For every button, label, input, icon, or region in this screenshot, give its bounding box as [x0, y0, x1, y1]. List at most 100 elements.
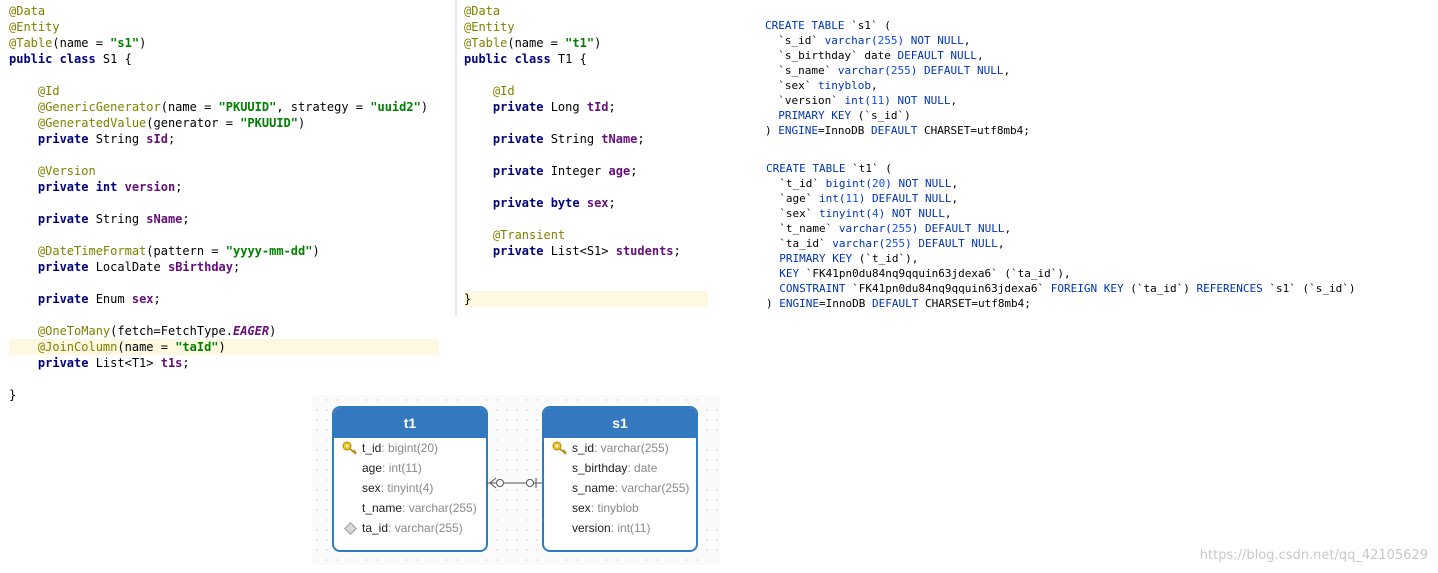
code-token	[9, 260, 38, 274]
erd-column-age[interactable]: age: int(11)	[334, 458, 486, 478]
erd-column-t-name[interactable]: t_name: varchar(255)	[334, 498, 486, 518]
code-token: ) DEFAULT NULL	[858, 192, 952, 205]
code-token: ,	[1004, 222, 1012, 235]
erd-table-title: t1	[334, 408, 486, 438]
code-token: (`t_id`),	[852, 252, 919, 265]
code-token: PRIMARY KEY	[779, 252, 853, 265]
erd-column-t-id[interactable]: t_id: bigint(20)	[334, 438, 486, 458]
code-token: )	[139, 36, 147, 50]
code-token: Enum	[88, 292, 132, 306]
erd-column-ta-id[interactable]: ta_id: varchar(255)	[334, 518, 486, 538]
code-line	[9, 147, 439, 163]
code-line: `s_id` varchar(255) NOT NULL,	[765, 33, 1030, 48]
code-token: ,	[1003, 64, 1011, 77]
code-line: KEY `FK41pn0du84nq9qquin63jdexa6` (`ta_i…	[766, 266, 1355, 281]
code-line: `age` int(11) DEFAULT NULL,	[766, 191, 1355, 206]
column-type: : varchar(255)	[594, 441, 669, 455]
column-type: : bigint(20)	[381, 441, 439, 455]
column-type: : varchar(255)	[402, 501, 477, 515]
code-token: ;	[182, 356, 190, 370]
er-diagram: t1 t_id: bigint(20)age: int(11)sex: tiny…	[312, 395, 720, 565]
code-token: sName	[146, 212, 183, 226]
erd-column-s-name[interactable]: s_name: varchar(255)	[544, 478, 696, 498]
code-line: @Data	[464, 3, 708, 19]
code-token: @DateTimeFormat	[37, 244, 147, 258]
code-line	[464, 259, 708, 275]
code-token: ;	[637, 132, 645, 146]
code-token: ;	[673, 244, 681, 258]
code-token: ) NOT NULL	[885, 177, 952, 190]
code-line: public class T1 {	[464, 51, 708, 67]
code-line: private Enum sex;	[9, 291, 439, 307]
erd-column-s-id[interactable]: s_id: varchar(255)	[544, 438, 696, 458]
code-token: `sex`	[765, 79, 818, 92]
code-token: "uuid2"	[370, 100, 421, 114]
sql-create-t1: CREATE TABLE `t1` ( `t_id` bigint(20) NO…	[766, 161, 1355, 311]
column-name: t_id	[362, 441, 382, 455]
code-line: @GenericGenerator(name = "PKUUID", strat…	[9, 99, 439, 115]
erd-column-sex[interactable]: sex: tinyint(4)	[334, 478, 486, 498]
code-token: ENGINE	[779, 297, 819, 310]
erd-table-t1[interactable]: t1 t_id: bigint(20)age: int(11)sex: tiny…	[332, 406, 488, 552]
erd-column-version[interactable]: version: int(11)	[544, 518, 696, 538]
column-name: age	[362, 461, 383, 475]
code-token: CHARSET=utf8mb4;	[917, 124, 1030, 137]
code-line: ) ENGINE=InnoDB DEFAULT CHARSET=utf8mb4;	[766, 296, 1355, 311]
code-token	[9, 292, 38, 306]
code-token: ;	[167, 132, 176, 146]
code-token: ;	[182, 212, 190, 226]
code-token: =InnoDB	[819, 297, 872, 310]
code-token: @GenericGenerator	[37, 100, 161, 114]
java-editor-t1[interactable]: @Data@Entity@Table(name = "t1")public cl…	[464, 3, 708, 307]
code-line: `t_name` varchar(255) DEFAULT NULL,	[766, 221, 1355, 236]
code-token: S1 {	[95, 52, 132, 66]
code-token: @Table	[9, 36, 53, 50]
code-token: int(	[818, 192, 846, 205]
code-token: @Entity	[9, 20, 60, 34]
erd-column-sex[interactable]: sex: tinyblob	[544, 498, 696, 518]
code-token: sex	[586, 196, 609, 210]
code-token	[9, 324, 38, 338]
code-token: private	[492, 132, 544, 146]
code-token: `s_name`	[765, 64, 838, 77]
code-token	[464, 84, 493, 98]
erd-column-s-birthday[interactable]: s_birthday: date	[544, 458, 696, 478]
code-token	[9, 116, 38, 130]
code-line	[464, 275, 708, 291]
code-token: @Id	[492, 84, 515, 98]
code-line: @OneToMany(fetch=FetchType.EAGER)	[9, 323, 439, 339]
code-line: PRIMARY KEY (`t_id`),	[766, 251, 1355, 266]
column-name: version	[572, 521, 611, 535]
code-line	[9, 67, 439, 83]
code-token: )	[420, 100, 429, 114]
code-token: "PKUUID"	[240, 116, 298, 130]
code-line: private Integer age;	[464, 163, 708, 179]
code-token: `ta_id`	[766, 237, 833, 250]
code-token: 20	[871, 177, 886, 190]
code-token: Long	[543, 100, 587, 114]
code-line: @Transient	[464, 227, 708, 243]
code-token: private	[37, 212, 89, 226]
code-line: private byte sex;	[464, 195, 708, 211]
code-line	[9, 275, 439, 291]
code-token	[464, 196, 493, 210]
code-token: age	[608, 164, 631, 178]
code-token: tinyint(	[818, 207, 872, 220]
code-token: FOREIGN KEY	[1050, 282, 1124, 295]
column-name: s_birthday	[572, 461, 628, 475]
code-token: `s1` (	[844, 19, 891, 32]
code-token	[766, 282, 779, 295]
column-type: : varchar(255)	[614, 481, 690, 495]
code-line: PRIMARY KEY (`s_id`)	[765, 108, 1030, 123]
code-token: private byte	[492, 196, 580, 210]
code-line	[9, 371, 439, 387]
code-token: )	[269, 324, 277, 338]
code-token: varchar(	[832, 237, 886, 250]
java-editor-s1[interactable]: @Data@Entity@Table(name = "s1")public cl…	[9, 3, 439, 403]
code-line: private LocalDate sBirthday;	[9, 259, 439, 275]
code-token: `FK41pn0du84nq9qquin63jdexa6` (`ta_id`),	[799, 267, 1071, 280]
code-token: ,	[997, 237, 1005, 250]
code-token	[580, 196, 587, 210]
code-token: @Version	[37, 164, 96, 178]
